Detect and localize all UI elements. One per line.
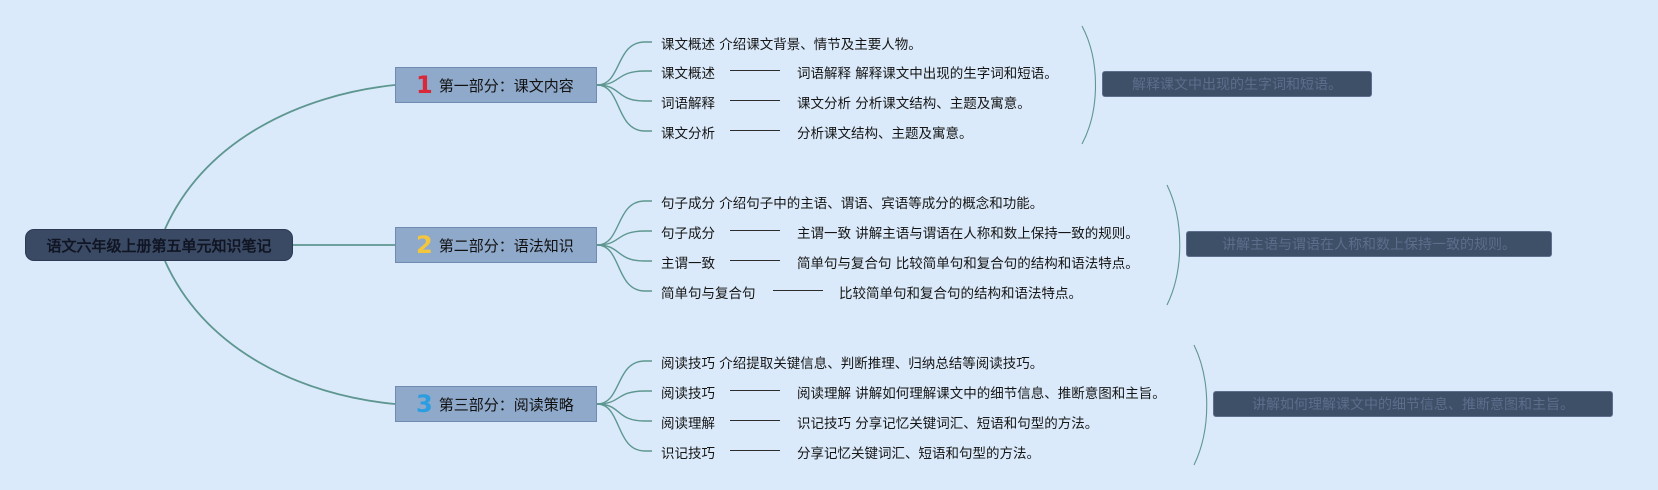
- section-title: 第一部分：课文内容: [438, 76, 574, 95]
- leaf-detail[interactable]: 词语解释 解释课文中出现的生字词和短语。: [797, 66, 1058, 82]
- summary-box-3[interactable]: 讲解如何理解课文中的细节信息、推断意图和主旨。: [1213, 391, 1613, 417]
- leaf-item[interactable]: 句子成分: [661, 226, 715, 242]
- section-2-leaf-link-2: [596, 230, 652, 246]
- root-label: 语文六年级上册第五单元知识笔记: [46, 236, 272, 255]
- leaf-item[interactable]: 课文分析: [661, 126, 715, 142]
- section-node-3[interactable]: 3 第三部分：阅读策略: [395, 386, 597, 422]
- summary-box-2[interactable]: 讲解主语与谓语在人称和数上保持一致的规则。: [1186, 231, 1552, 257]
- leaf-item[interactable]: 主谓一致: [661, 256, 715, 272]
- summary-bracket-2: [1166, 184, 1181, 306]
- connector-line: [730, 70, 780, 71]
- section-title: 第三部分：阅读策略: [438, 395, 574, 414]
- section-3-leaf-link-3: [596, 403, 652, 422]
- leaf-detail[interactable]: 分析课文结构、主题及寓意。: [797, 126, 973, 142]
- section-1-leaf-link-2: [596, 70, 652, 86]
- section-1-leaf-link-3: [596, 84, 652, 102]
- connector-line: [730, 420, 780, 421]
- section-1-leaf-link-1: [596, 41, 652, 86]
- section-3-leaf-link-2: [596, 390, 652, 405]
- leaf-item[interactable]: 课文概述: [661, 66, 715, 82]
- section-3-leaf-link-1: [596, 360, 652, 405]
- section-title: 第二部分：语法知识: [438, 236, 574, 255]
- leaf-detail[interactable]: 识记技巧 分享记忆关键词汇、短语和句型的方法。: [797, 416, 1099, 432]
- connector-line: [730, 100, 780, 101]
- leaf-detail[interactable]: 比较简单句和复合句的结构和语法特点。: [839, 286, 1082, 302]
- connector-line: [730, 260, 780, 261]
- leaf-item[interactable]: 课文概述 介绍课文背景、情节及主要人物。: [661, 37, 922, 53]
- section-number-badge: 2: [416, 231, 433, 259]
- leaf-item[interactable]: 阅读技巧 介绍提取关键信息、判断推理、归纳总结等阅读技巧。: [661, 356, 1044, 372]
- leaf-item[interactable]: 阅读理解: [661, 416, 715, 432]
- summary-bracket-1: [1081, 25, 1097, 145]
- connector-line: [730, 390, 780, 391]
- connector-line: [730, 230, 780, 231]
- connector-line: [730, 130, 780, 131]
- summary-text: 解释课文中出现的生字词和短语。: [1132, 77, 1342, 93]
- leaf-item[interactable]: 简单句与复合句: [661, 286, 756, 302]
- summary-bracket-3: [1193, 344, 1208, 466]
- section-number-badge: 3: [416, 390, 433, 418]
- summary-box-1[interactable]: 解释课文中出现的生字词和短语。: [1102, 71, 1372, 97]
- leaf-detail[interactable]: 主谓一致 讲解主语与谓语在人称和数上保持一致的规则。: [797, 226, 1139, 242]
- connector-line: [730, 450, 780, 451]
- leaf-item[interactable]: 阅读技巧: [661, 386, 715, 402]
- summary-text: 讲解主语与谓语在人称和数上保持一致的规则。: [1222, 237, 1516, 253]
- section-2-leaf-link-3: [596, 244, 652, 262]
- summary-text: 讲解如何理解课文中的细节信息、推断意图和主旨。: [1252, 397, 1574, 413]
- section-2-leaf-link-4: [596, 244, 652, 292]
- leaf-item[interactable]: 识记技巧: [661, 446, 715, 462]
- leaf-item[interactable]: 句子成分 介绍句子中的主语、谓语、宾语等成分的概念和功能。: [661, 196, 1044, 212]
- section-1-leaf-link-4: [596, 84, 652, 132]
- section-number-badge: 1: [416, 71, 433, 99]
- leaf-detail[interactable]: 课文分析 分析课文结构、主题及寓意。: [797, 96, 1031, 112]
- root-to-section-3-link: [164, 260, 396, 405]
- leaf-detail[interactable]: 简单句与复合句 比较简单句和复合句的结构和语法特点。: [797, 256, 1139, 272]
- leaf-detail[interactable]: 分享记忆关键词汇、短语和句型的方法。: [797, 446, 1040, 462]
- section-2-leaf-link-1: [596, 200, 652, 246]
- section-node-2[interactable]: 2 第二部分：语法知识: [395, 227, 597, 263]
- leaf-item[interactable]: 词语解释: [661, 96, 715, 112]
- connector-line: [773, 290, 823, 291]
- leaf-detail[interactable]: 阅读理解 讲解如何理解课文中的细节信息、推断意图和主旨。: [797, 386, 1166, 402]
- root-to-section-1-link: [164, 84, 396, 230]
- section-node-1[interactable]: 1 第一部分：课文内容: [395, 67, 597, 103]
- root-node[interactable]: 语文六年级上册第五单元知识笔记: [25, 229, 293, 261]
- section-3-leaf-link-4: [596, 403, 652, 452]
